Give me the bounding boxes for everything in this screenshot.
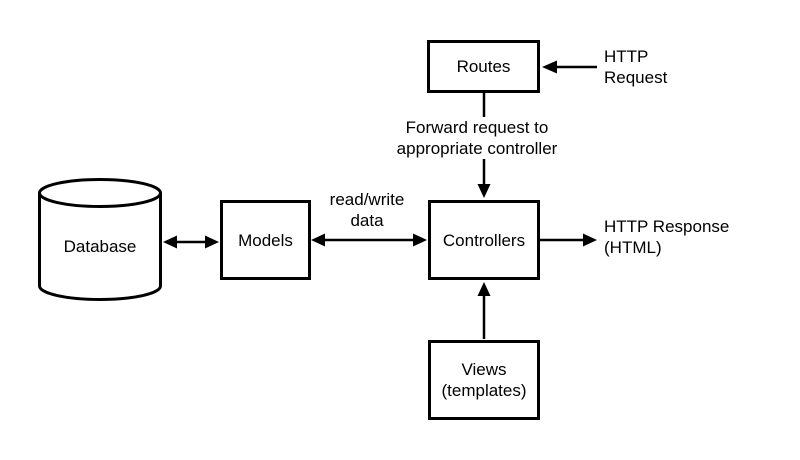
node-routes-label: Routes — [456, 57, 511, 76]
node-routes: Routes — [427, 40, 540, 93]
node-models-label: Models — [238, 230, 293, 250]
views-to-controllers-arrow — [477, 282, 491, 339]
read-write-data-label: read/write data — [317, 189, 417, 231]
node-database-label: Database — [63, 237, 137, 256]
read-write-data-label-line1: read/write — [329, 190, 405, 209]
node-models: Models — [220, 200, 311, 280]
controllers-to-response-arrow — [540, 233, 597, 247]
database-models-double-arrow — [163, 235, 219, 249]
node-views: Views (templates) — [428, 340, 540, 420]
database-cylinder-shape — [38, 178, 162, 301]
forward-request-label: Forward request to appropriate controlle… — [391, 117, 563, 159]
node-controllers-label: Controllers — [442, 230, 526, 250]
http-request-to-routes-arrow — [542, 60, 597, 74]
http-request-label-line1: HTTP — [604, 47, 649, 66]
node-controllers: Controllers — [428, 200, 540, 280]
forward-request-label-line1: Forward request to — [405, 118, 549, 137]
node-views-label-line2: (templates) — [441, 381, 527, 400]
http-response-label: HTTP Response (HTML) — [604, 216, 730, 258]
http-request-label-line2: Request — [604, 68, 668, 87]
http-request-label: HTTP Request — [604, 46, 668, 88]
forward-request-label-line2: appropriate controller — [396, 139, 558, 158]
http-response-label-line2: (HTML) — [604, 238, 662, 257]
models-controllers-double-arrow — [311, 233, 427, 247]
node-views-label-line1: Views — [461, 360, 507, 379]
read-write-data-label-line2: data — [350, 211, 384, 230]
http-response-label-line1: HTTP Response — [604, 217, 730, 236]
